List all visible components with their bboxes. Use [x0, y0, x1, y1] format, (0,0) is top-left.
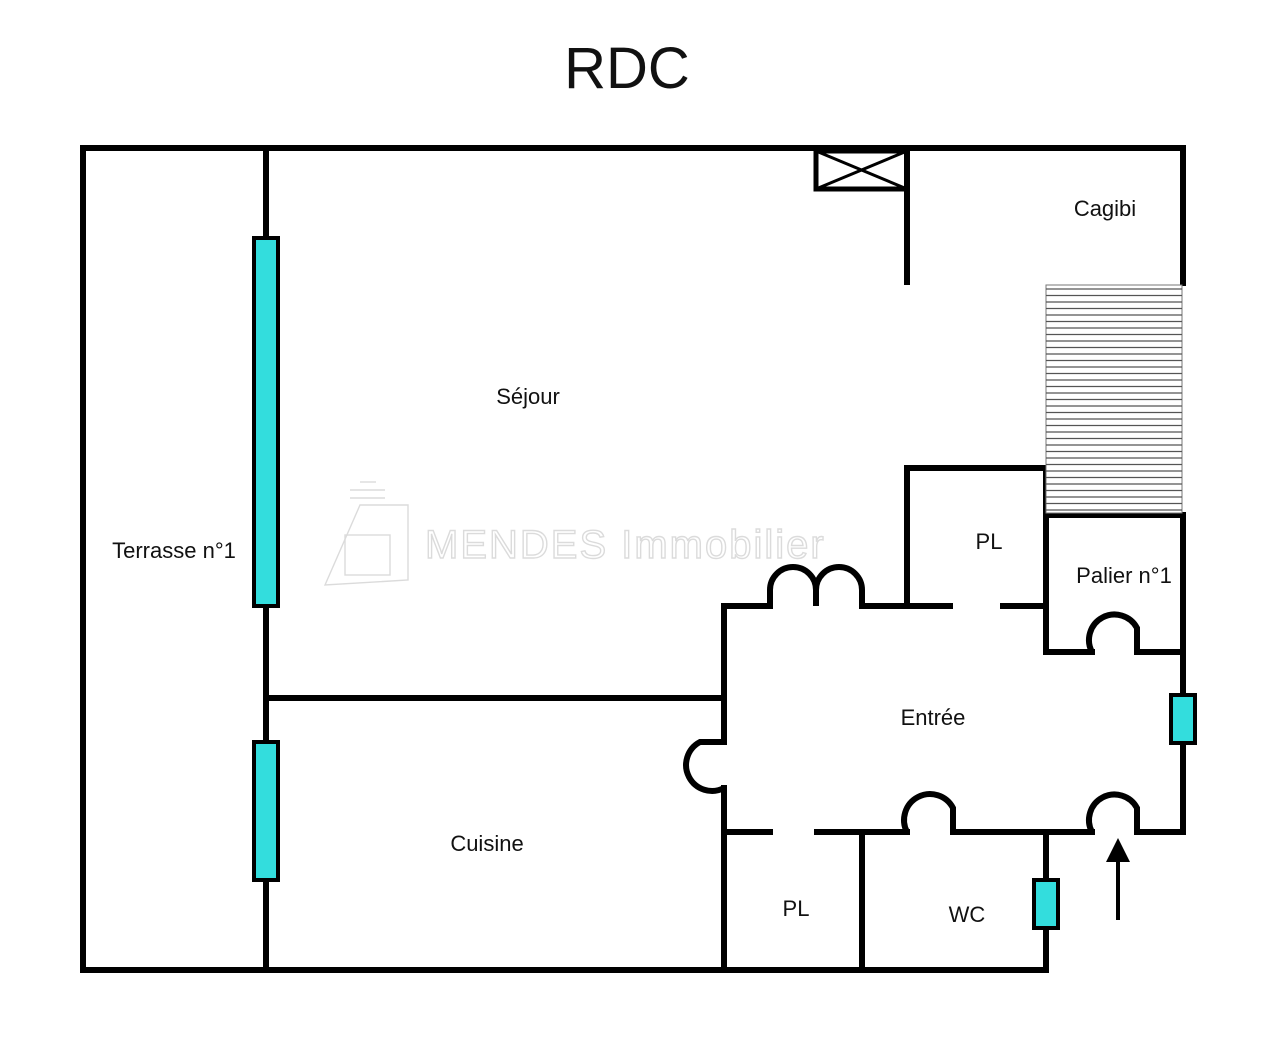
room-label-wc: WC: [949, 902, 986, 927]
cuisine-door-icon: [683, 739, 726, 794]
room-labels: Cagibi Séjour Terrasse n°1 PL Palier n°1…: [112, 196, 1172, 927]
room-label-sejour: Séjour: [496, 384, 560, 409]
room-label-cuisine: Cuisine: [450, 831, 523, 856]
room-label-pl-top: PL: [976, 529, 1003, 554]
watermark-text: MENDES Immobilier: [425, 523, 826, 567]
double-door-left-icon: [767, 564, 819, 606]
palier-door-icon: [1086, 611, 1140, 654]
window-terrace-sejour: [252, 236, 280, 608]
entrance-arrow-icon: [1106, 838, 1130, 920]
room-label-cagibi: Cagibi: [1074, 196, 1136, 221]
room-label-entree: Entrée: [901, 705, 966, 730]
floor-title: RDC: [564, 36, 690, 101]
window-entree: [1169, 693, 1197, 745]
chimney-duct-icon: [813, 148, 910, 192]
double-door-right-icon: [813, 564, 865, 606]
window-wc: [1032, 878, 1060, 930]
room-label-palier: Palier n°1: [1076, 563, 1172, 588]
walls: [80, 145, 1186, 973]
windows: [252, 236, 1197, 930]
staircase: [1045, 284, 1183, 514]
room-label-terrasse: Terrasse n°1: [112, 538, 236, 563]
room-label-pl-bottom: PL: [783, 896, 810, 921]
window-terrace-cuisine: [252, 740, 280, 882]
doors: [683, 564, 1140, 834]
entrance-door-icon: [1086, 791, 1140, 834]
wc-door-icon: [901, 791, 956, 834]
watermark: MENDES Immobilier: [323, 481, 826, 586]
watermark-logo-icon: [323, 481, 409, 586]
